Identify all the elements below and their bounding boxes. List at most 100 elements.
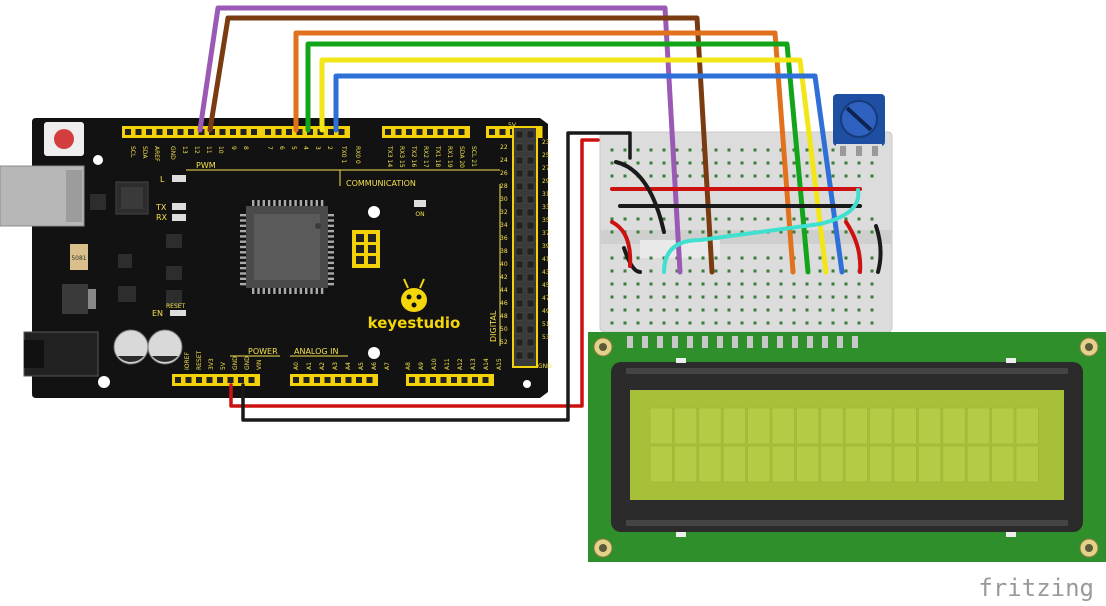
breadboard-hole: [636, 282, 640, 286]
header-pin: [185, 377, 192, 383]
breadboard-hole: [675, 308, 679, 312]
breadboard-hole: [870, 256, 874, 260]
header-pin: [526, 208, 535, 217]
wire-red-jumper-1: [610, 220, 633, 268]
lcd-cell: [771, 407, 795, 445]
lcd-cell: [722, 407, 746, 445]
digital-pin-label: 27: [542, 165, 550, 172]
wire-red-power: [229, 138, 600, 408]
capacitor-2: [147, 329, 183, 365]
digital-header-labels: 2224262830323436384042444648505223252729…: [500, 139, 550, 346]
breadboard-hole: [701, 308, 705, 312]
header-pin: [409, 377, 415, 383]
lcd-header-pin: [672, 336, 678, 348]
breadboard-hole: [610, 174, 614, 178]
breadboard-hole: [649, 269, 653, 273]
breadboard-hole: [610, 256, 614, 260]
breadboard-hole: [688, 295, 692, 299]
header-pin: [356, 377, 362, 383]
top-header-label: 7: [266, 146, 273, 150]
breadboard-hole: [805, 148, 809, 152]
header-pin: [251, 129, 257, 135]
lcd-cell: [771, 445, 795, 483]
breadboard-hole: [792, 161, 796, 165]
lcd-header-pins: [627, 336, 858, 348]
analog-pin-label: A5: [358, 362, 365, 370]
header-pin: [230, 129, 236, 135]
analog-pin-label: A4: [345, 362, 352, 370]
lcd-cell: [844, 445, 868, 483]
top-header-label: 11: [205, 146, 212, 154]
lcd-cell: [747, 445, 771, 483]
header-pin: [324, 377, 331, 383]
header-pin: [526, 195, 535, 204]
breadboard-hole: [727, 230, 731, 234]
header-pin: [526, 234, 535, 243]
header-pin: [227, 377, 234, 383]
breadboard-hole: [740, 256, 744, 260]
breadboard-hole: [831, 282, 835, 286]
lcd-header-pin: [777, 336, 783, 348]
wire-purple: [197, 5, 683, 275]
breadboard-hole: [831, 174, 835, 178]
header-pin: [303, 377, 310, 383]
label-gnd: GND: [538, 363, 552, 370]
digital-pin-label: 22: [500, 144, 508, 151]
breadboard-hole: [792, 308, 796, 312]
breadboard-hole: [623, 321, 627, 325]
breadboard-hole: [831, 161, 835, 165]
header-pin: [515, 286, 524, 295]
breadboard-hole: [831, 256, 835, 260]
lcd-cell: [796, 407, 820, 445]
breadboard-hole: [831, 269, 835, 273]
breadboard-hole: [792, 148, 796, 152]
breadboard-hole: [649, 174, 653, 178]
lcd-cell: [942, 445, 966, 483]
breadboard-hole: [636, 308, 640, 312]
breadboard-hole: [675, 148, 679, 152]
breadboard-hole: [870, 217, 874, 221]
breadboard-hole: [610, 148, 614, 152]
breadboard-hole: [740, 148, 744, 152]
lcd-cell: [820, 407, 844, 445]
breadboard-hole: [844, 295, 848, 299]
header-pin: [448, 129, 454, 135]
lcd-header-pin: [657, 336, 663, 348]
breadboard-hole: [753, 148, 757, 152]
lcd-cell: [991, 445, 1015, 483]
breadboard-hole: [779, 174, 783, 178]
breadboard-hole: [792, 217, 796, 221]
top-header-label: RX3 15: [398, 146, 405, 168]
header-pin: [156, 129, 163, 135]
lcd-cell: [649, 445, 673, 483]
breadboard-hole: [740, 174, 744, 178]
digital-pin-label: 50: [500, 326, 508, 333]
breadboard-hole: [870, 269, 874, 273]
power-pin-label: VIN: [256, 360, 263, 370]
header-pin: [482, 377, 489, 383]
breadboard-hole: [805, 230, 809, 234]
header-pin: [307, 129, 313, 135]
label-pwm: PWM: [196, 161, 216, 170]
breadboard-hole: [766, 256, 770, 260]
breadboard-hole: [753, 308, 757, 312]
breadboard-hole: [818, 161, 822, 165]
lcd-header-pin: [687, 336, 693, 348]
breadboard-hole: [753, 161, 757, 165]
header-pin: [526, 260, 535, 269]
breadboard-hole: [636, 230, 640, 234]
header-pin: [167, 129, 173, 135]
header-pin: [526, 247, 535, 256]
breadboard-hole: [610, 282, 614, 286]
breadboard-hole: [740, 282, 744, 286]
breadboard-hole: [701, 269, 705, 273]
header-pin: [293, 377, 299, 383]
wire-yellow: [319, 57, 829, 275]
header-pin: [526, 325, 535, 334]
breadboard-hole: [857, 321, 861, 325]
lcd-cell: [942, 407, 966, 445]
analog-pin-label: A9: [418, 362, 425, 370]
breadboard-hole: [844, 308, 848, 312]
header-pin: [515, 299, 524, 308]
